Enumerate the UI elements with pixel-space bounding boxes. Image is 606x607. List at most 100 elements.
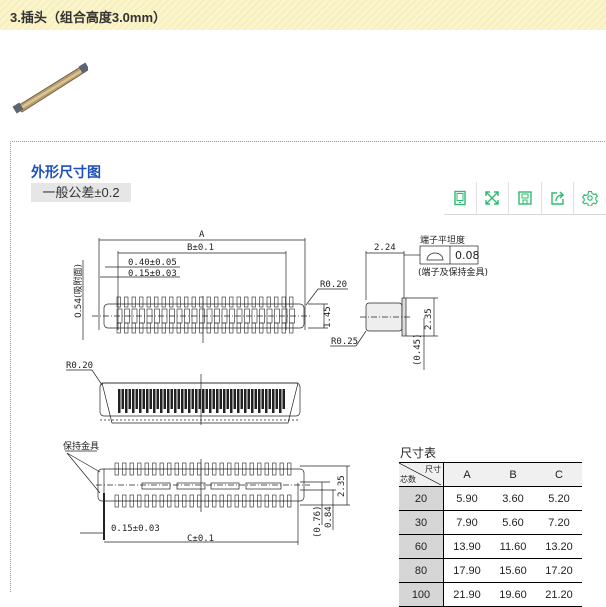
terminal — [233, 389, 236, 409]
terminal — [167, 494, 172, 508]
terminal-contact — [191, 308, 198, 324]
pin-count-cell: 100 — [399, 582, 444, 607]
dimension-a-cell: 13.90 — [443, 534, 490, 559]
terminal — [279, 494, 284, 508]
label-dim-b: B±0.1 — [187, 243, 214, 253]
terminal — [242, 494, 247, 508]
terminal — [227, 494, 232, 508]
terminal — [167, 462, 172, 476]
terminal — [219, 494, 224, 508]
label-holding-metal: 保持金具 — [63, 440, 99, 452]
terminal — [287, 494, 292, 508]
settings-button[interactable] — [574, 182, 606, 214]
terminal-contact — [206, 308, 213, 324]
terminal — [198, 389, 201, 409]
terminal — [188, 389, 191, 413]
terminal — [128, 389, 131, 409]
corner-label-size: 尺寸 — [425, 465, 441, 474]
terminal-contact — [124, 308, 130, 324]
terminal — [240, 389, 243, 409]
terminal — [212, 389, 215, 409]
label-r020-front: R0.20 — [66, 361, 93, 371]
terminal — [182, 462, 187, 476]
terminal — [129, 462, 134, 476]
terminal — [176, 296, 181, 308]
terminal — [247, 389, 250, 409]
terminal — [152, 494, 157, 508]
terminal — [122, 494, 127, 508]
terminal — [174, 462, 179, 476]
terminal — [159, 494, 164, 508]
terminal — [272, 494, 277, 508]
terminal-contact — [244, 308, 250, 324]
share-button[interactable] — [542, 182, 575, 214]
terminal-contact — [131, 308, 138, 324]
save-button[interactable] — [509, 182, 542, 214]
terminal — [251, 296, 256, 308]
dimension-a-cell: 7.90 — [443, 510, 490, 535]
section-header: 3.插头（组合高度3.0mm） — [0, 0, 606, 30]
terminal — [142, 389, 145, 409]
terminal — [265, 389, 268, 413]
tablet-view-button[interactable] — [444, 182, 477, 214]
dimension-a-cell: 21.90 — [443, 582, 490, 607]
terminal — [156, 389, 159, 409]
terminal — [159, 462, 164, 476]
terminal — [129, 494, 134, 508]
section-header-title: 3.插头（组合高度3.0mm） — [10, 10, 167, 25]
terminal — [174, 389, 177, 413]
dimension-b-cell: 3.60 — [490, 486, 536, 511]
column-header: A — [443, 462, 490, 487]
label-terminal-width-bottom: 0.15±0.03 — [111, 524, 160, 534]
terminal — [259, 296, 264, 308]
terminal-contact — [169, 308, 175, 324]
terminal — [114, 494, 119, 508]
terminal — [137, 494, 142, 508]
label-h084: 0.84 — [324, 506, 334, 528]
terminal — [254, 389, 257, 409]
terminal — [191, 296, 196, 308]
terminal — [124, 296, 129, 308]
terminal — [229, 296, 234, 308]
top-view-terminals — [116, 296, 295, 334]
label-h045: (0.45) — [413, 333, 423, 366]
terminal-contact — [139, 308, 145, 324]
dimension-b-cell: 11.60 — [490, 534, 536, 559]
terminal — [181, 389, 184, 413]
label-h235-side: 2.35 — [424, 308, 434, 330]
terminal — [212, 494, 217, 508]
dimension-c-cell: 17.20 — [536, 558, 582, 583]
terminal — [139, 296, 144, 308]
terminal-contact — [289, 308, 295, 324]
column-header: C — [536, 462, 582, 487]
dimension-b-cell: 5.60 — [490, 510, 536, 535]
terminal — [274, 296, 279, 308]
terminal — [121, 389, 124, 409]
fullscreen-button[interactable] — [477, 182, 510, 214]
terminal — [132, 389, 135, 413]
terminal — [266, 296, 271, 308]
tolerance-badge: 一般公差±0.2 — [31, 183, 131, 202]
terminal — [223, 389, 226, 413]
terminal — [206, 296, 211, 308]
dimension-drawing: A B±0.1 0.40±0.05 0.15±0.03 0.54(吸附面) R0… — [63, 230, 488, 545]
corner-label-pins: 芯数 — [400, 475, 416, 484]
front-view-terminals — [118, 389, 285, 413]
terminal-contact — [161, 308, 168, 324]
terminal-contact — [116, 308, 123, 324]
terminal — [170, 389, 173, 409]
terminal — [204, 462, 209, 476]
terminal — [197, 494, 202, 508]
terminal — [275, 389, 278, 409]
terminal — [167, 389, 170, 413]
terminal — [154, 296, 159, 308]
terminal-contact — [236, 308, 243, 324]
pin-count-cell: 30 — [399, 510, 444, 535]
terminal — [249, 462, 254, 476]
save-icon — [518, 191, 532, 205]
label-h145: 1.45 — [323, 306, 333, 328]
terminal-contact — [184, 308, 190, 324]
terminal — [202, 389, 205, 413]
